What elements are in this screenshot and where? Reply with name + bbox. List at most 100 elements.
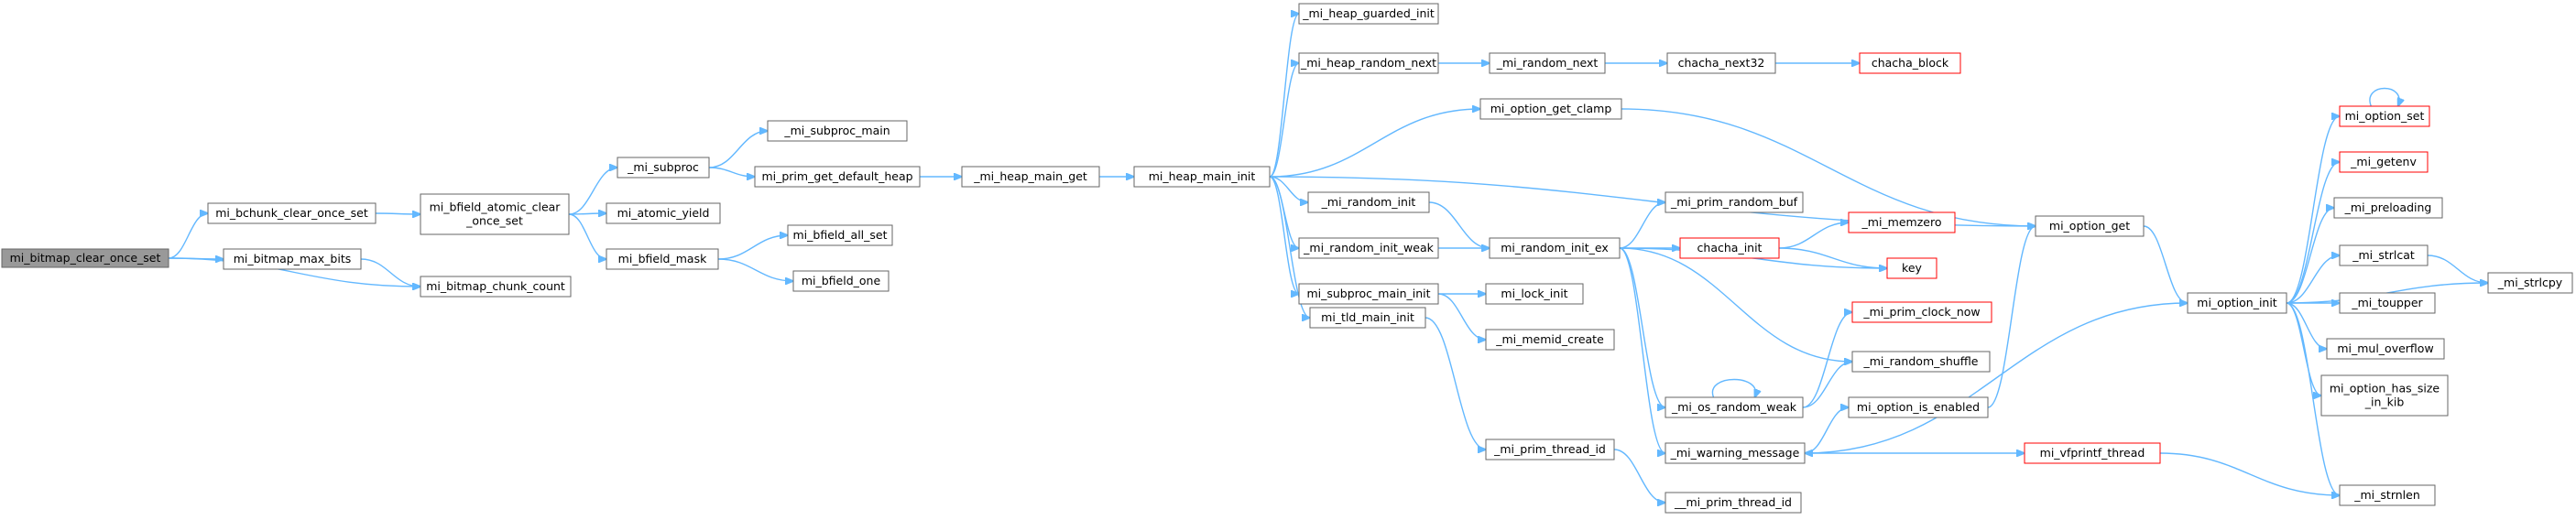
- node-box-tldmaininit[interactable]: [1309, 307, 1426, 329]
- node-box-subprocmaininit[interactable]: [1298, 283, 1439, 305]
- node-box-heapmaininit[interactable]: [1133, 166, 1271, 188]
- node-box-lockinit[interactable]: [1485, 283, 1584, 305]
- node-box-primthreadid1[interactable]: [1485, 439, 1615, 460]
- node-randshuffle[interactable]: _mi_random_shuffle: [1851, 351, 1991, 373]
- node-tldmaininit[interactable]: mi_tld_main_init: [1309, 307, 1426, 329]
- node-box-warnmsg[interactable]: [1665, 442, 1806, 464]
- node-randinitweak[interactable]: _mi_random_init_weak: [1298, 237, 1439, 259]
- node-root[interactable]: mi_bitmap_clear_once_set: [1, 248, 169, 268]
- node-heapmainget[interactable]: _mi_heap_main_get: [961, 166, 1100, 188]
- node-hassize[interactable]: mi_option_has_size_in_kib: [2320, 374, 2449, 417]
- node-optenabled[interactable]: mi_option_is_enabled: [1848, 396, 1989, 418]
- node-primthreadid1[interactable]: _mi_prim_thread_id: [1485, 439, 1615, 460]
- node-chachablock[interactable]: chacha_block: [1859, 52, 1961, 74]
- node-box-strlcat[interactable]: [2339, 244, 2429, 266]
- node-box-optset[interactable]: [2339, 105, 2430, 127]
- node-box-chachainit[interactable]: [1679, 237, 1780, 259]
- node-box-atomicyield[interactable]: [606, 202, 721, 224]
- node-getenv[interactable]: _mi_getenv: [2339, 151, 2429, 173]
- node-box-muloverflow[interactable]: [2326, 338, 2445, 360]
- node-toupper[interactable]: _mi_toupper: [2339, 292, 2436, 314]
- node-preloading[interactable]: _mi_preloading: [2333, 197, 2443, 219]
- node-box-bfone[interactable]: [792, 270, 890, 292]
- node-maxbits[interactable]: mi_bitmap_max_bits: [223, 248, 362, 270]
- node-box-chachablock[interactable]: [1859, 52, 1961, 74]
- node-osrandweak[interactable]: _mi_os_random_weak: [1665, 396, 1804, 418]
- node-box-randnext[interactable]: [1489, 52, 1606, 74]
- node-box-memidcreate[interactable]: [1485, 329, 1615, 351]
- node-box-bfmask[interactable]: [606, 248, 719, 270]
- node-subprocmain[interactable]: _mi_subproc_main: [767, 120, 908, 142]
- node-bfallset[interactable]: mi_bfield_all_set: [787, 224, 893, 246]
- node-box-bfallset[interactable]: [787, 224, 893, 246]
- node-primthreadid2[interactable]: __mi_prim_thread_id: [1665, 492, 1802, 514]
- node-memidcreate[interactable]: _mi_memid_create: [1485, 329, 1615, 351]
- node-box-bchunk[interactable]: [207, 202, 377, 224]
- node-box-getenv[interactable]: [2339, 151, 2429, 173]
- node-box-key[interactable]: [1886, 257, 1937, 279]
- node-strnlen[interactable]: _mi_strnlen: [2339, 484, 2436, 506]
- node-optset[interactable]: mi_option_set: [2339, 105, 2430, 127]
- node-box-clocknow[interactable]: [1851, 301, 1992, 323]
- node-chachainit[interactable]: chacha_init: [1679, 237, 1780, 259]
- node-box-vfprintf[interactable]: [2024, 442, 2161, 464]
- node-box-optinit[interactable]: [2187, 292, 2287, 314]
- node-bchunk[interactable]: mi_bchunk_clear_once_set: [207, 202, 377, 224]
- node-lockinit[interactable]: mi_lock_init: [1485, 283, 1584, 305]
- node-bfmask[interactable]: mi_bfield_mask: [606, 248, 719, 270]
- node-box-guarded[interactable]: [1298, 3, 1439, 25]
- node-guarded[interactable]: _mi_heap_guarded_init: [1298, 3, 1439, 25]
- node-optget[interactable]: mi_option_get: [2035, 215, 2145, 237]
- node-box-optenabled[interactable]: [1848, 396, 1989, 418]
- node-box-subproc[interactable]: [617, 157, 710, 179]
- node-box-hassize[interactable]: [2320, 374, 2449, 417]
- node-heapmaininit[interactable]: mi_heap_main_init: [1133, 166, 1271, 188]
- node-box-subprocmain[interactable]: [767, 120, 908, 142]
- node-box-heapmainget[interactable]: [961, 166, 1100, 188]
- node-vfprintf[interactable]: mi_vfprintf_thread: [2024, 442, 2161, 464]
- node-box-randinitex[interactable]: [1489, 237, 1621, 259]
- node-strlcpy[interactable]: _mi_strlcpy: [2487, 272, 2573, 294]
- node-chunkcount[interactable]: mi_bitmap_chunk_count: [420, 276, 572, 298]
- node-box-optclamp[interactable]: [1479, 98, 1622, 120]
- node-primrandbuf[interactable]: _mi_prim_random_buf: [1665, 191, 1804, 213]
- node-box-maxbits[interactable]: [223, 248, 362, 270]
- node-box-osrandweak[interactable]: [1665, 396, 1804, 418]
- node-optinit[interactable]: mi_option_init: [2187, 292, 2287, 314]
- node-box-pnmheap[interactable]: [754, 166, 921, 188]
- node-muloverflow[interactable]: mi_mul_overflow: [2326, 338, 2445, 360]
- node-atomicyield[interactable]: mi_atomic_yield: [606, 202, 721, 224]
- node-box-randinit[interactable]: [1307, 191, 1430, 213]
- node-box-primrandbuf[interactable]: [1665, 191, 1804, 213]
- node-clocknow[interactable]: _mi_prim_clock_now: [1851, 301, 1992, 323]
- node-box-optget[interactable]: [2035, 215, 2145, 237]
- node-box-primthreadid2[interactable]: [1665, 492, 1802, 514]
- node-subproc[interactable]: _mi_subproc: [617, 157, 710, 179]
- node-bfatomic[interactable]: mi_bfield_atomic_clear_once_set: [420, 193, 570, 235]
- node-box-randshuffle[interactable]: [1851, 351, 1991, 373]
- node-box-strnlen[interactable]: [2339, 484, 2436, 506]
- node-box-chunkcount[interactable]: [420, 276, 572, 298]
- node-box-memzero[interactable]: [1848, 211, 1956, 233]
- node-randinit[interactable]: _mi_random_init: [1307, 191, 1430, 213]
- node-box-chachanext32[interactable]: [1666, 52, 1776, 74]
- node-strlcat[interactable]: _mi_strlcat: [2339, 244, 2429, 266]
- node-box-bfatomic[interactable]: [420, 193, 570, 235]
- node-box-randinitweak[interactable]: [1298, 237, 1439, 259]
- node-randinitex[interactable]: mi_random_init_ex: [1489, 237, 1621, 259]
- node-chachanext32[interactable]: chacha_next32: [1666, 52, 1776, 74]
- node-optclamp[interactable]: mi_option_get_clamp: [1479, 98, 1622, 120]
- node-box-preloading[interactable]: [2333, 197, 2443, 219]
- node-pnmheap[interactable]: mi_prim_get_default_heap: [754, 166, 921, 188]
- node-heaprandnext[interactable]: _mi_heap_random_next: [1298, 52, 1439, 74]
- node-box-heaprandnext[interactable]: [1298, 52, 1439, 74]
- node-warnmsg[interactable]: _mi_warning_message: [1665, 442, 1806, 464]
- node-box-strlcpy[interactable]: [2487, 272, 2573, 294]
- node-box-root[interactable]: [1, 248, 169, 268]
- node-memzero[interactable]: _mi_memzero: [1848, 211, 1956, 233]
- node-bfone[interactable]: mi_bfield_one: [792, 270, 890, 292]
- node-key[interactable]: key: [1886, 257, 1937, 279]
- node-box-toupper[interactable]: [2339, 292, 2436, 314]
- node-randnext[interactable]: _mi_random_next: [1489, 52, 1606, 74]
- node-subprocmaininit[interactable]: mi_subproc_main_init: [1298, 283, 1439, 305]
